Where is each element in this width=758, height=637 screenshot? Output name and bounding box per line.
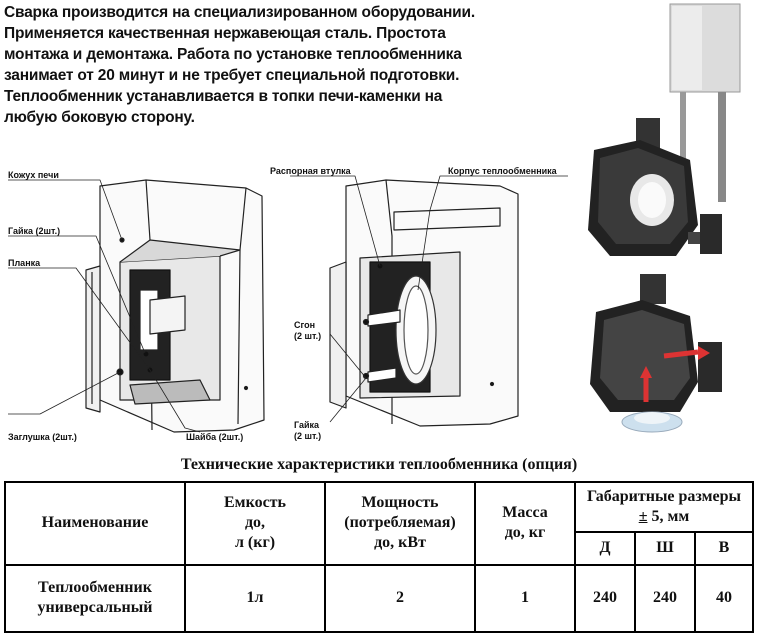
- intro-text: Сварка производится на специализированно…: [4, 2, 579, 128]
- label-korpus: Корпус теплообменника: [448, 166, 557, 176]
- intro-line: Применяется качественная нержавеющая ста…: [4, 25, 446, 42]
- label-planka: Планка: [8, 258, 41, 268]
- plus-minus-sign: ±: [638, 508, 648, 525]
- header-capacity: Емкость до, л (кг): [184, 481, 326, 566]
- stove-with-tank-photo: [588, 3, 741, 256]
- cell-power: 2: [324, 563, 476, 634]
- intro-line: монтажа и демонтажа. Работа по установке…: [4, 46, 462, 63]
- intro-line: любую боковую сторону.: [4, 109, 195, 126]
- label-gayka-right-count: (2 шт.): [294, 431, 322, 441]
- header-w: Ш: [634, 531, 696, 566]
- cell-capacity: 1л: [184, 563, 326, 634]
- header-power-line: (потребляемая): [344, 514, 456, 532]
- header-d: Д: [574, 531, 636, 566]
- label-sgon: Сгон: [294, 320, 316, 330]
- header-h: В: [694, 531, 754, 566]
- label-zaglushka: Заглушка (2шт.): [8, 432, 77, 442]
- spec-table: Наименование Емкость до, л (кг) Мощность…: [4, 481, 754, 634]
- header-mass-line: до, кг: [504, 524, 546, 542]
- header-capacity-line: до,: [244, 514, 266, 532]
- header-capacity-line: Емкость: [224, 494, 286, 512]
- label-kozhukh: Кожух печи: [8, 170, 59, 180]
- label-gayka-right: Гайка: [294, 420, 320, 430]
- label-sgon-count: (2 шт.): [294, 331, 322, 341]
- cell-d: 240: [574, 563, 636, 634]
- cell-w: 240: [634, 563, 696, 634]
- header-capacity-line: л (кг): [234, 534, 276, 552]
- stove-installation-photo: [590, 274, 722, 433]
- label-vtulka: Распорная втулка: [270, 166, 351, 176]
- header-dimensions-tolerance: ± 5, мм: [580, 507, 748, 527]
- assembly-drawings: [8, 175, 568, 433]
- cell-name-line: Теплообменник: [38, 579, 152, 597]
- label-shayba: Шайба (2шт.): [186, 432, 244, 442]
- tolerance-value: 5, мм: [647, 508, 690, 525]
- left-drawing: [85, 179, 265, 433]
- header-mass-line: Масса: [502, 504, 548, 522]
- table-title: Технические характеристики теплообменник…: [180, 456, 578, 473]
- intro-line: Теплообменник устанавливается в топки пе…: [4, 88, 443, 105]
- cell-name: Теплообменник универсальный: [4, 563, 186, 634]
- header-mass: Масса до, кг: [474, 481, 576, 566]
- cell-h: 40: [694, 563, 754, 634]
- header-power-line: Мощность: [361, 494, 439, 512]
- cell-name-line: универсальный: [37, 599, 153, 617]
- header-dimensions-line: Габаритные размеры: [586, 488, 742, 505]
- header-dimensions: Габаритные размеры ± 5, мм: [574, 481, 754, 533]
- intro-line: занимает от 20 минут и не требует специа…: [4, 67, 460, 84]
- cell-mass: 1: [474, 563, 576, 634]
- header-power-line: до, кВт: [374, 534, 426, 552]
- intro-line: Сварка производится на специализированно…: [4, 4, 475, 21]
- header-power: Мощность (потребляемая) до, кВт: [324, 481, 476, 566]
- label-gayka-left: Гайка (2шт.): [8, 226, 61, 236]
- header-name: Наименование: [4, 481, 186, 566]
- right-drawing: [329, 179, 519, 427]
- table-row: Теплообменник универсальный 1л 2 1 240 2…: [4, 563, 754, 634]
